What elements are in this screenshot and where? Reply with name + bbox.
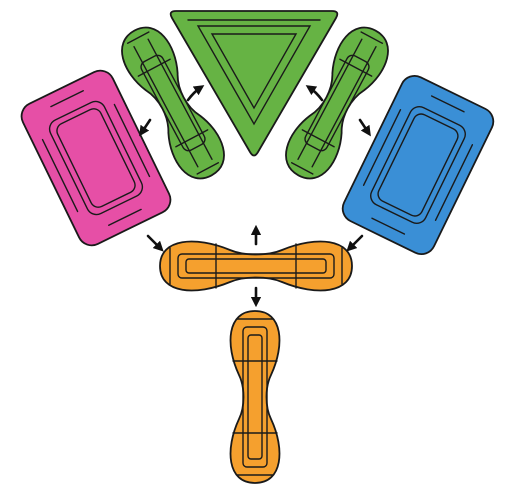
arrow-icon	[142, 120, 150, 132]
arrow-icon	[350, 236, 362, 248]
arrow-icon	[188, 88, 200, 100]
arrow-icon	[360, 120, 368, 132]
orange-vertical-body	[231, 311, 280, 483]
blue-rectangle-piece	[338, 71, 498, 259]
arrow-icon	[310, 88, 322, 100]
orange-vertical-double-oval-piece	[231, 311, 280, 483]
orange-horizontal-body	[160, 242, 352, 291]
blue-rectangle-body	[338, 71, 498, 259]
orange-horizontal-double-oval-piece	[160, 242, 352, 291]
arrow-icon	[148, 236, 160, 248]
